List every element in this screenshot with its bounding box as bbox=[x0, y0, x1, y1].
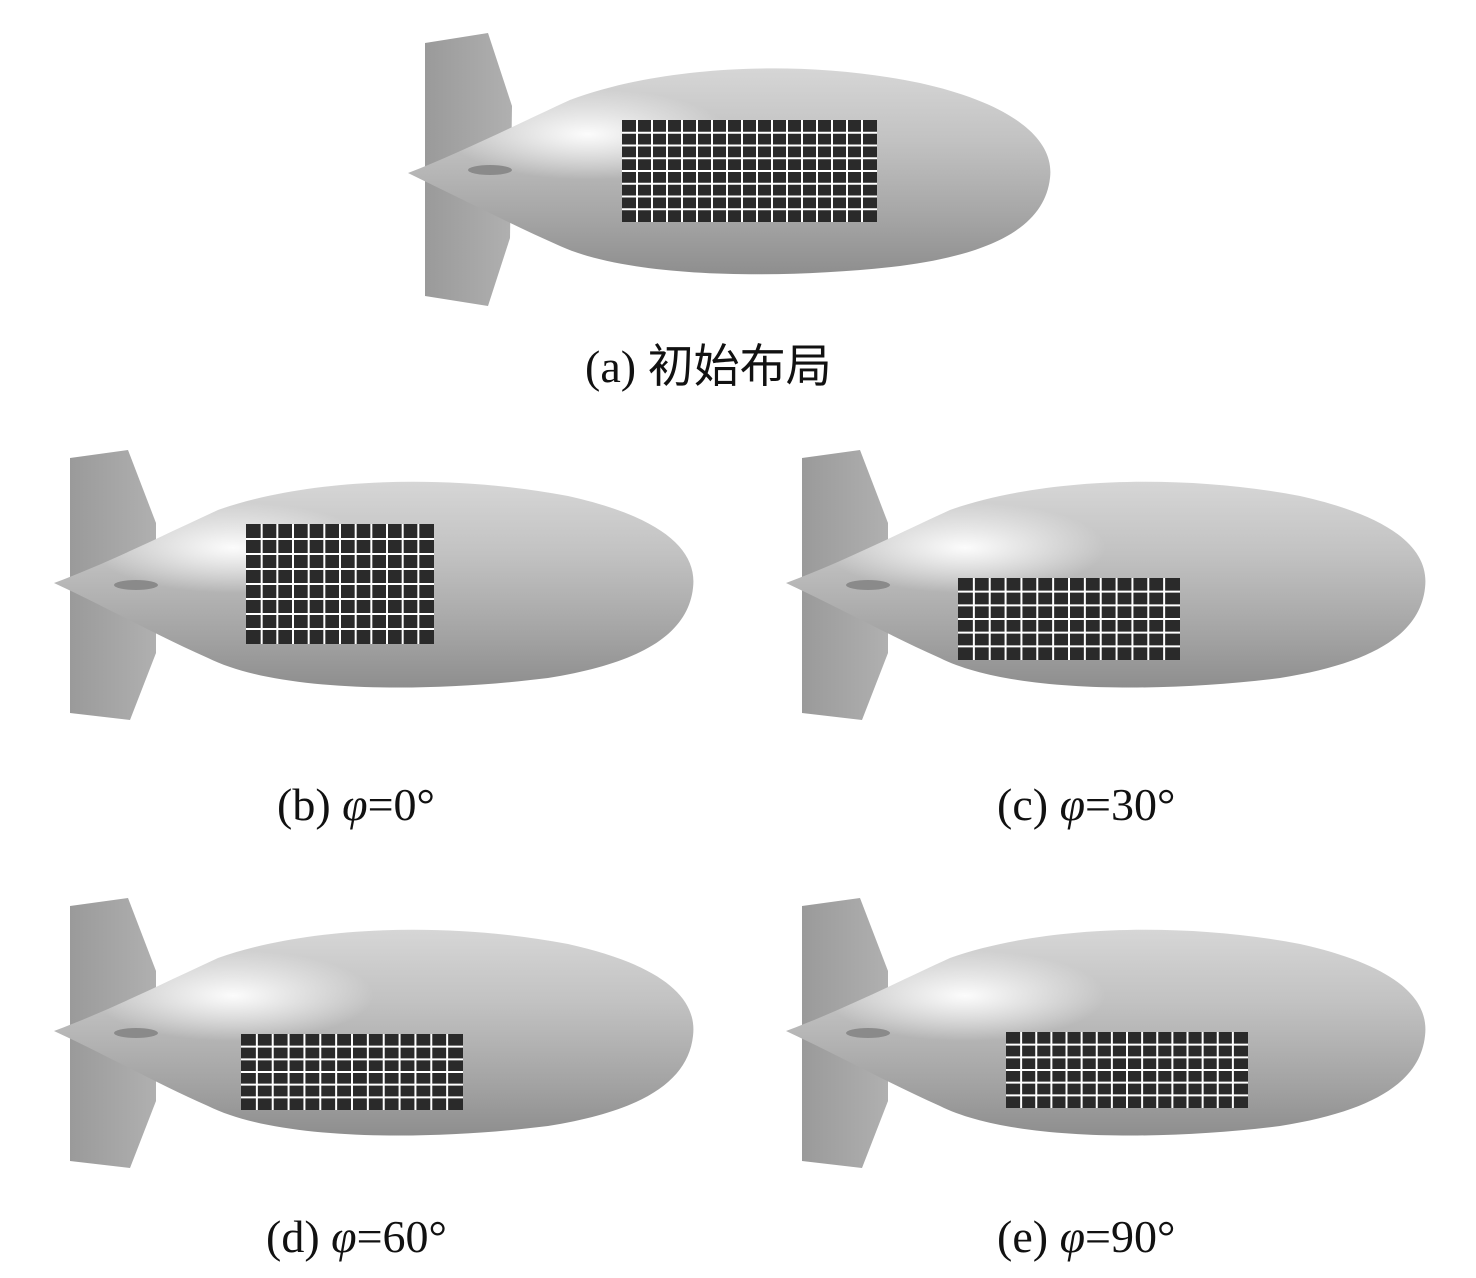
solar-array-icon bbox=[246, 524, 434, 644]
caption-a: (a) 初始布局 bbox=[585, 344, 832, 390]
angle-value: =30° bbox=[1085, 779, 1176, 830]
airship-panel-c bbox=[780, 448, 1440, 733]
caption-c: (c) φ=30° bbox=[997, 782, 1175, 828]
airship-panel-e bbox=[780, 896, 1440, 1181]
caption-label: (a) bbox=[585, 341, 637, 392]
nose-cone bbox=[846, 1028, 890, 1038]
caption-b: (b) φ=0° bbox=[277, 782, 435, 828]
nose-cone bbox=[468, 165, 512, 175]
solar-array-icon bbox=[958, 578, 1180, 660]
phi-symbol: φ bbox=[1059, 1211, 1086, 1262]
phi-symbol: φ bbox=[342, 779, 368, 830]
caption-label: (d) bbox=[266, 1211, 320, 1262]
airship-icon bbox=[786, 898, 1426, 1168]
phi-symbol: φ bbox=[1059, 779, 1086, 830]
caption-label: (c) bbox=[997, 779, 1049, 830]
solar-array-icon bbox=[1006, 1032, 1248, 1108]
nose-cone bbox=[846, 580, 890, 590]
angle-value: =90° bbox=[1085, 1211, 1176, 1262]
airship-icon bbox=[54, 450, 694, 720]
angle-value: =60° bbox=[356, 1211, 447, 1262]
nose-cone bbox=[114, 1028, 158, 1038]
caption-text: 初始布局 bbox=[647, 341, 832, 392]
airship-panel-a bbox=[400, 28, 1060, 313]
solar-array-icon bbox=[622, 120, 877, 222]
airship-icon bbox=[408, 33, 1051, 306]
phi-symbol: φ bbox=[331, 1211, 357, 1262]
hull-highlight bbox=[54, 929, 694, 1136]
caption-e: (e) φ=90° bbox=[997, 1214, 1175, 1260]
caption-d: (d) φ=60° bbox=[266, 1214, 447, 1260]
nose-cone bbox=[114, 580, 158, 590]
airship-panel-b bbox=[48, 448, 708, 733]
airship-icon bbox=[786, 450, 1426, 720]
angle-value: =0° bbox=[367, 779, 435, 830]
caption-label: (e) bbox=[997, 1211, 1049, 1262]
airship-panel-d bbox=[48, 896, 708, 1181]
caption-label: (b) bbox=[277, 779, 331, 830]
airship-icon bbox=[54, 898, 694, 1168]
solar-array-icon bbox=[241, 1034, 463, 1110]
